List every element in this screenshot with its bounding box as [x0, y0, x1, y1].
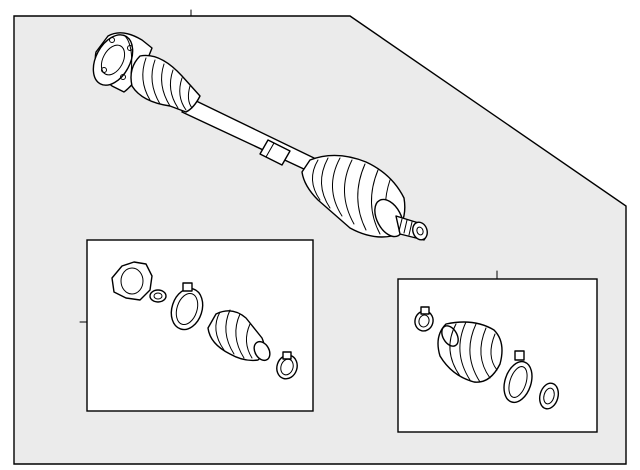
snap-ring — [149, 289, 167, 303]
inner-boot — [207, 309, 271, 362]
inner-boot — [130, 54, 201, 113]
inner-joint-boot-kit-panel — [86, 239, 314, 412]
outer-boot — [437, 321, 503, 383]
gasket — [111, 261, 153, 301]
large-clamp — [503, 350, 533, 404]
axle-shaft — [181, 97, 315, 171]
outer-kit-parts — [414, 306, 560, 410]
small-clamp — [276, 351, 298, 380]
splined-stub — [395, 215, 428, 241]
snap-ring — [538, 382, 560, 410]
axle-shaft-assembly — [92, 32, 428, 241]
large-clamp — [170, 282, 204, 331]
small-clamp — [414, 306, 434, 332]
outer-cv-boot — [301, 154, 406, 238]
inner-kit-parts — [111, 261, 298, 380]
